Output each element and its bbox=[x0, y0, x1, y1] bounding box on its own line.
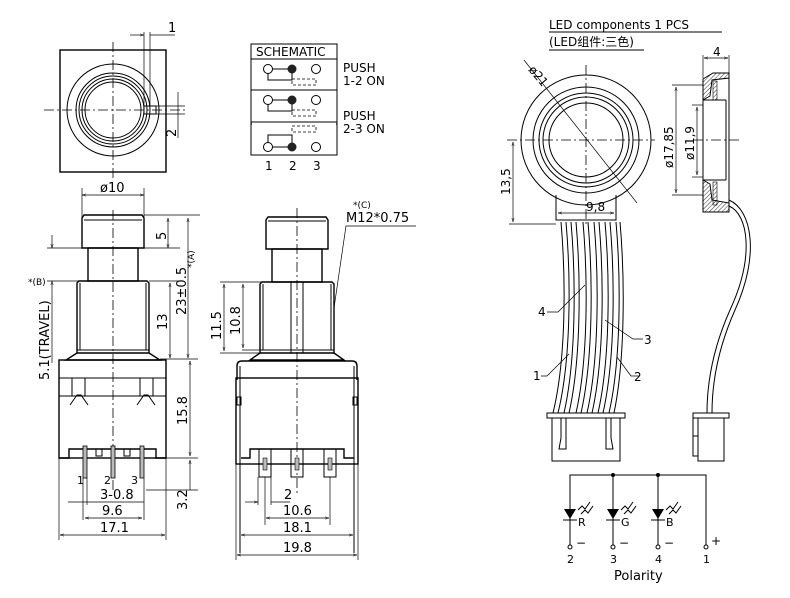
top-view: 1 2 ø10 bbox=[44, 21, 185, 220]
led-sign-g: − bbox=[619, 536, 629, 550]
led-title-en: LED components 1 PCS bbox=[549, 18, 689, 32]
side-dim-body-inner: 18.1 bbox=[283, 521, 312, 536]
dim-side-thickness: 4 bbox=[713, 45, 721, 59]
led-sign-b: − bbox=[664, 536, 674, 550]
led-component: LED components 1 PCS (LED组件:三色) ø21 9,8 … bbox=[499, 18, 751, 462]
front-pin-label-2: 2 bbox=[104, 474, 111, 487]
schematic-state2-line1: PUSH bbox=[343, 109, 376, 123]
pin-label-1: 1 bbox=[703, 553, 710, 566]
front-view: 1 2 3 5 23±0.5 *(A) 13 15.8 3.2 *(B) 5.1… bbox=[28, 210, 200, 540]
pin-label-4: 4 bbox=[655, 553, 662, 566]
dim-tab-width: 9,8 bbox=[586, 200, 605, 214]
pin-label-2: 2 bbox=[567, 553, 574, 566]
schematic-pin-3: 3 bbox=[313, 159, 321, 173]
schematic-state1-line1: PUSH bbox=[343, 61, 376, 75]
thread-spec: M12*0.75 bbox=[346, 211, 409, 226]
polarity-diagram: R − 2 G − 3 B − 4 + 1 bbox=[563, 473, 721, 584]
polarity-title: Polarity bbox=[614, 569, 663, 584]
led-diode-blue: B − 4 bbox=[651, 475, 682, 566]
led-side-view: 4 ø17,85 ø11,9 bbox=[662, 45, 751, 462]
dim-pin-span: 9.6 bbox=[102, 504, 123, 519]
wire-label-3: 3 bbox=[644, 333, 652, 347]
dim-thread-inner: 10.8 bbox=[229, 306, 244, 335]
front-pin-label-3: 3 bbox=[131, 474, 138, 487]
dim-body-height: 15.8 bbox=[176, 396, 191, 425]
pin-label-3: 3 bbox=[610, 553, 617, 566]
schematic-state2-line2: 2-3 ON bbox=[343, 122, 385, 136]
led-sign-r: − bbox=[576, 536, 586, 550]
wire-label-4: 4 bbox=[538, 305, 546, 319]
side-dim-pin-width: 2 bbox=[284, 488, 292, 503]
led-wire-bundle bbox=[552, 221, 624, 414]
schematic-state1-line2: 1-2 ON bbox=[343, 74, 385, 88]
note-c: *(C) bbox=[353, 201, 371, 211]
dim-total-height: 23±0.5 bbox=[175, 267, 190, 315]
top-view-outer-ring bbox=[66, 63, 160, 157]
led-diode-green: G − 3 bbox=[606, 475, 637, 566]
common-sign: + bbox=[711, 534, 721, 548]
schematic-pin-1: 1 bbox=[265, 159, 273, 173]
schematic-row-3 bbox=[250, 121, 338, 156]
led-label-b: B bbox=[666, 516, 674, 529]
note-b: *(B) bbox=[28, 278, 46, 288]
led-connector-front bbox=[546, 412, 626, 462]
dim-thread-length: 13 bbox=[156, 313, 171, 330]
dim-cap-diameter: ø10 bbox=[100, 181, 125, 196]
schematic-title: SCHEMATIC bbox=[256, 45, 325, 59]
side-dim-pin-span: 10.6 bbox=[283, 504, 312, 519]
led-title-cn: (LED组件:三色) bbox=[549, 35, 634, 49]
dim-outer-diameter: ø17,85 bbox=[662, 126, 676, 168]
led-label-g: G bbox=[621, 516, 630, 529]
wire-label-2: 2 bbox=[634, 370, 642, 384]
schematic-pin-2: 2 bbox=[289, 159, 297, 173]
front-pin-label-1: 1 bbox=[77, 474, 84, 487]
side-view: *(C) M12*0.75 11.5 10.8 2 10.6 18.1 19.8 bbox=[210, 201, 416, 560]
dim-slot-height: 2 bbox=[165, 129, 180, 137]
dim-slot-width: 1 bbox=[168, 21, 176, 36]
dim-cap-height: 5 bbox=[155, 232, 170, 240]
led-label-r: R bbox=[578, 516, 586, 529]
side-dim-body-outer: 19.8 bbox=[283, 541, 312, 556]
note-a: *(A) bbox=[187, 250, 197, 268]
dim-inner-diameter: ø11,9 bbox=[683, 126, 697, 160]
dim-thread-outer: 11.5 bbox=[210, 311, 225, 340]
dim-body-width: 17.1 bbox=[100, 521, 129, 536]
dim-travel: 5.1(TRAVEL) bbox=[38, 300, 53, 380]
wire-label-1: 1 bbox=[533, 369, 541, 383]
dim-pin-length: 3.2 bbox=[176, 489, 191, 510]
dim-pin-width: 3-0.8 bbox=[100, 488, 134, 503]
dim-center-to-tab: 13,5 bbox=[499, 168, 513, 195]
led-diode-red: R − 2 bbox=[563, 475, 594, 566]
